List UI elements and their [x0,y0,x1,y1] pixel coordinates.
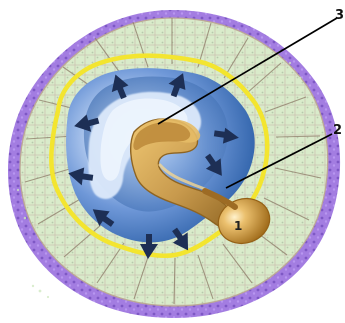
label-3: 3 [335,8,344,23]
label-1: 1 [234,219,242,233]
label-2: 2 [333,123,342,138]
